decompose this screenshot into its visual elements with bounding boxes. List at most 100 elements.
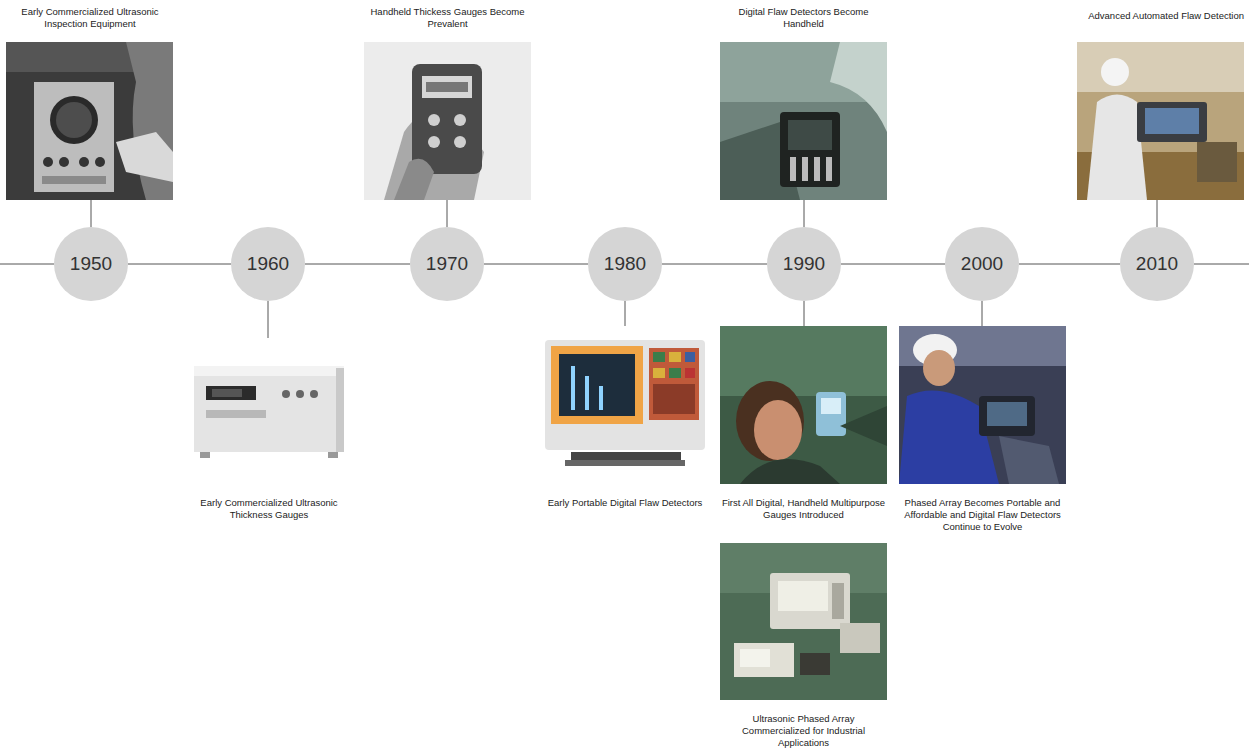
photo-shape <box>979 396 1035 436</box>
photo-shape <box>987 402 1027 426</box>
photo-shape <box>669 352 681 362</box>
photo-shape <box>1197 142 1237 182</box>
photo-shape <box>545 340 705 450</box>
photo-caption: Early Portable Digital Flaw Detectors <box>545 497 705 509</box>
timeline-connector <box>268 301 269 338</box>
photo-shape <box>778 581 828 611</box>
photo-illustration <box>720 543 887 700</box>
photo-shape <box>42 176 106 184</box>
photo-illustration <box>720 326 887 484</box>
photo-panel: Early Commercialized Ultrasonic Thicknes… <box>186 338 352 484</box>
photo-shape <box>821 398 841 414</box>
photo-panel: Digital Flaw Detectors Become Handheld <box>720 42 887 200</box>
photo-shape <box>194 366 344 376</box>
photo-shape <box>802 157 808 181</box>
photo-shape <box>50 96 98 144</box>
timeline-connector <box>662 264 767 265</box>
photo-shape <box>1137 102 1207 142</box>
photo-shape <box>830 42 887 132</box>
photo-shape <box>999 436 1059 484</box>
photo-panel: Early Commercialized Ultrasonic Inspecti… <box>6 42 173 200</box>
photo-shape <box>571 366 575 410</box>
year-label: 1960 <box>231 253 305 275</box>
photo-shape <box>186 338 352 484</box>
photo-shape <box>653 368 665 378</box>
photo-shape <box>653 384 695 414</box>
timeline-connector <box>804 200 805 227</box>
photo-panel: Phased Array Becomes Portable and Afford… <box>899 326 1066 484</box>
photo-shape <box>1077 42 1244 200</box>
photo-shape <box>788 120 832 150</box>
photo-illustration <box>364 42 531 200</box>
photo-shape <box>426 82 468 92</box>
photo-caption: Early Commercialized Ultrasonic Thicknes… <box>185 497 353 521</box>
year-circle: 1960 <box>231 227 305 301</box>
photo-shape <box>649 348 699 420</box>
photo-illustration <box>899 326 1066 484</box>
year-circle-fill <box>54 227 128 301</box>
photo-shape <box>422 76 472 98</box>
timeline-axis-end <box>1194 264 1249 265</box>
photo-shape <box>736 381 804 461</box>
photo-shape <box>685 368 695 378</box>
photo-shape <box>1077 42 1244 92</box>
photo-shape <box>740 649 770 667</box>
photo-shape <box>923 350 955 386</box>
photo-shape <box>800 653 830 675</box>
year-circle: 2010 <box>1120 227 1194 301</box>
photo-caption: Phased Array Becomes Portable and Afford… <box>903 497 1063 533</box>
year-label: 2010 <box>1120 253 1194 275</box>
photo-shape <box>412 64 482 174</box>
photo-shape <box>899 326 1066 484</box>
photo-shape <box>206 410 266 418</box>
photo-panel: Early Portable Digital Flaw Detectors <box>541 326 709 484</box>
year-circle: 1980 <box>588 227 662 301</box>
photo-shape <box>685 352 695 362</box>
photo-shape <box>310 390 318 398</box>
photo-caption: Handheld Thickess Gauges Become Prevalen… <box>362 6 534 30</box>
photo-illustration <box>720 42 887 200</box>
photo-illustration <box>186 338 352 484</box>
photo-shape <box>34 82 114 192</box>
photo-shape <box>328 452 338 458</box>
photo-shape <box>571 452 681 460</box>
year-label: 1980 <box>588 253 662 275</box>
photo-shape <box>840 623 880 653</box>
photo-caption: Digital Flaw Detectors Become Handheld <box>718 6 890 30</box>
photo-shape <box>428 114 440 126</box>
photo-shape <box>428 136 440 148</box>
timeline-connector <box>625 301 626 326</box>
photo-shape <box>840 406 887 446</box>
photo-shape <box>734 643 794 677</box>
timeline-connector <box>91 200 92 227</box>
photo-shape <box>206 386 256 400</box>
timeline-axis-start <box>0 264 54 265</box>
timeline-connector <box>982 301 983 326</box>
photo-shape <box>720 326 887 396</box>
photo-shape <box>720 543 887 700</box>
photo-caption: Advanced Automated Flaw Detection <box>1062 10 1244 22</box>
photo-shape <box>282 390 290 398</box>
photo-shape <box>780 112 840 187</box>
year-circle-fill <box>945 227 1019 301</box>
year-label: 1970 <box>410 253 484 275</box>
year-circle: 1970 <box>410 227 484 301</box>
photo-caption: Ultrasonic Phased Array Commercialized f… <box>729 713 879 749</box>
photo-shape <box>720 42 887 200</box>
photo-shape <box>296 390 304 398</box>
photo-panel: Ultrasonic Phased Array Commercialized f… <box>720 543 887 700</box>
year-circle-fill <box>1120 227 1194 301</box>
timeline-connector <box>484 264 588 265</box>
photo-shape <box>336 368 344 452</box>
photo-shape <box>194 366 344 452</box>
photo-shape <box>599 386 603 410</box>
photo-shape <box>56 102 92 138</box>
photo-shape <box>899 326 1066 366</box>
photo-shape <box>43 157 53 167</box>
photo-shape <box>770 573 850 629</box>
photo-shape <box>559 354 635 416</box>
photo-shape <box>116 132 173 182</box>
photo-illustration <box>1077 42 1244 200</box>
timeline-connector <box>841 264 945 265</box>
